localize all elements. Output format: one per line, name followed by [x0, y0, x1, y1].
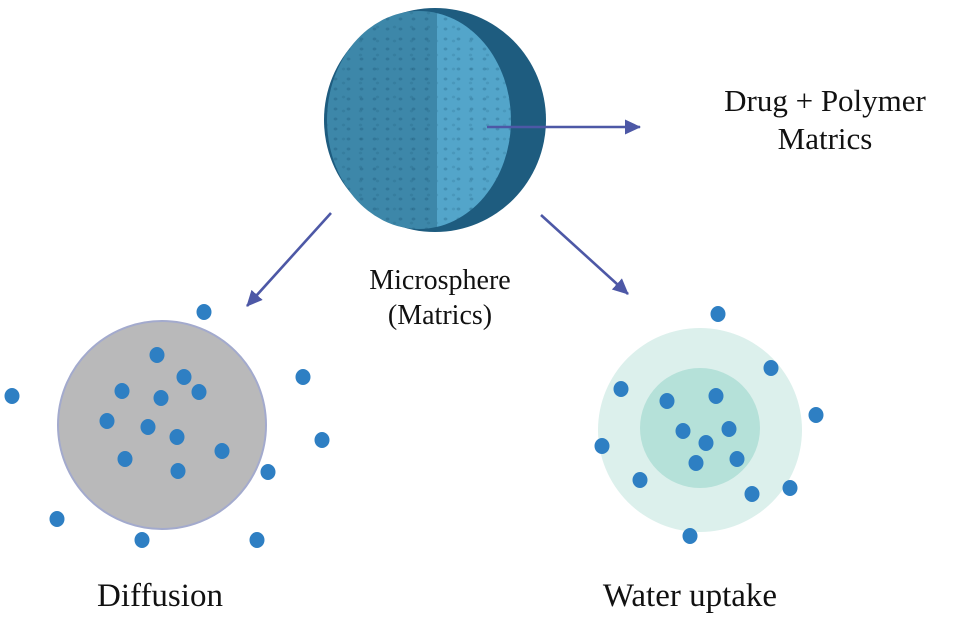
- microsphere-graphic: [324, 8, 546, 232]
- drug-particle: [134, 532, 150, 548]
- drug-particle: [314, 432, 330, 448]
- drug-particle: [249, 532, 265, 548]
- drug-particle: [49, 511, 65, 527]
- drug-particle: [196, 304, 212, 320]
- sphere-body: [327, 11, 511, 229]
- drug-polymer-line1: Drug + Polymer: [724, 83, 926, 118]
- drug-polymer-label: Drug + Polymer Matrics: [675, 82, 970, 158]
- drug-polymer-line2: Matrics: [777, 121, 873, 156]
- microsphere-line1: Microsphere: [369, 265, 511, 296]
- drug-particle: [295, 369, 311, 385]
- sphere-left-half: [327, 11, 438, 229]
- microsphere-line2: (Matrics): [387, 300, 493, 331]
- diffusion-sphere: [57, 320, 267, 530]
- drug-particle: [710, 306, 726, 322]
- water-uptake-label: Water uptake: [602, 578, 778, 614]
- drug-particle: [260, 464, 276, 480]
- drug-particle: [4, 388, 20, 404]
- microsphere-label: Microsphere (Matrics): [310, 263, 570, 333]
- diffusion-label: Diffusion: [97, 578, 223, 614]
- water-uptake-inner-circle: [640, 368, 760, 488]
- sphere-right-half: [437, 11, 511, 229]
- drug-particle: [808, 407, 824, 423]
